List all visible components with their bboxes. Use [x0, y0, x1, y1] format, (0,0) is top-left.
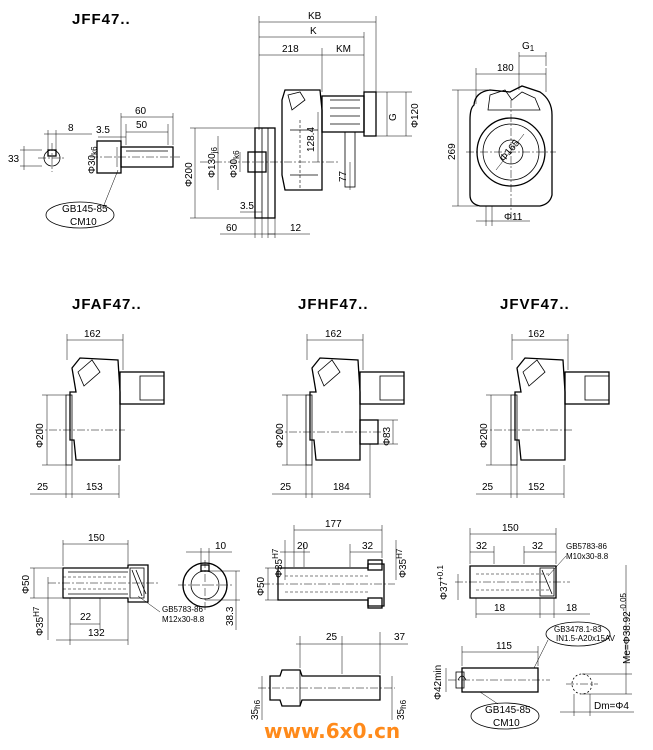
- dim-flange-dia: Φ200: [184, 162, 195, 187]
- dim-kb: KB: [308, 11, 322, 22]
- callout-s1-2: M12x30-8.8: [162, 615, 205, 624]
- dim-jfaf-dia: Φ200: [35, 423, 46, 448]
- dim-12-front: 12: [290, 223, 302, 234]
- dim-s3-d37: Φ37+0.1: [436, 565, 450, 600]
- callout-s3-3: GB3478.1-83: [554, 625, 602, 634]
- dim-s2-d35a: Φ35H7: [271, 548, 285, 578]
- hollow-shaft-jfhf: 177 20 32 Φ50 Φ35H7 Φ35H7 25 37 35h6 35h…: [250, 519, 409, 720]
- dim-269: 269: [447, 143, 458, 160]
- callout-bubble-s3b: [470, 702, 540, 730]
- hollow-shaft-jfvf: 150 32 32 Φ37+0.1 18 18 GB5783-86 M10x30…: [433, 523, 634, 730]
- dim-s3-32b: 32: [532, 541, 544, 552]
- key-section-view: 8 33: [8, 123, 92, 172]
- dim-jfvf-dia: Φ200: [479, 423, 490, 448]
- middle-row-views: 162 Φ200 25 153 162: [30, 329, 610, 498]
- hollow-shaft-jfaf: 150 Φ50 Φ35H7 22 132 GB5783-86 M12x30-8.…: [21, 533, 240, 645]
- output-shaft-view: 60 50 3.5 Φ30k6 GB145-85 CM10: [45, 106, 180, 229]
- dim-60-front: 60: [226, 223, 238, 234]
- dim-s1-383: 38.3: [225, 606, 236, 626]
- callout-s3-2: M10x30-8.8: [566, 552, 609, 561]
- callout-line1: GB145-85: [62, 204, 108, 215]
- dim-s3-d42: Φ42min: [433, 665, 444, 700]
- callout-bubble-s3: [545, 621, 611, 647]
- dim-s1-150: 150: [88, 533, 105, 544]
- dim-jfvf-width: 162: [528, 329, 545, 340]
- dim-s2-37: 37: [394, 632, 406, 643]
- title-jfhf47: JFHF47..: [298, 296, 369, 313]
- dim-shaft-dia: Φ30k6: [87, 146, 99, 174]
- dim-1284: 128.4: [306, 127, 317, 152]
- dim-jfaf-a: 25: [37, 482, 49, 493]
- dim-s2-177: 177: [325, 519, 342, 530]
- dim-s1-22: 22: [80, 612, 92, 623]
- dim-jfaf-width: 162: [84, 329, 101, 340]
- dim-motor-dia: Φ120: [410, 103, 421, 128]
- view-jfvf47: 162 Φ200 25 152: [476, 329, 610, 498]
- callout-s1-1: GB5783-86: [162, 605, 203, 614]
- dim-g: G: [388, 113, 399, 121]
- title-jfvf47: JFVF47..: [500, 296, 570, 313]
- dim-shaft-length: 60: [135, 106, 147, 117]
- dim-s2-35c: 35h6: [250, 699, 262, 720]
- title-jfaf47: JFAF47..: [72, 296, 142, 313]
- dim-s1-d50: Φ50: [21, 574, 32, 594]
- dim-key-width: 8: [68, 123, 74, 134]
- dim-s3-150: 150: [502, 523, 519, 534]
- dim-key-height: 33: [8, 154, 20, 165]
- view-jfaf47: 162 Φ200 25 153: [30, 329, 165, 498]
- dim-spigot-dia: Φ130j6: [207, 147, 219, 178]
- dim-35-front: 3.5: [240, 201, 254, 212]
- dim-180: 180: [497, 63, 514, 74]
- dim-s3-dm: Dm=Φ4: [594, 701, 629, 712]
- dim-key-length: 50: [136, 120, 148, 131]
- dim-s2-d50: Φ50: [256, 576, 267, 596]
- title-jff47: JFF47..: [72, 11, 131, 28]
- dim-g1: G1: [522, 41, 535, 53]
- dim-jfhf-width: 162: [325, 329, 342, 340]
- callout-bubble: [45, 201, 115, 229]
- front-view-jff47: KB K 218 KM Φ200 Φ130j6 Φ30k6 128.4 77 Φ…: [184, 11, 421, 238]
- dim-s2-25: 25: [326, 632, 338, 643]
- dim-s3-me: Me=Φ38.92-0.05: [619, 592, 633, 664]
- callout-line2: CM10: [70, 217, 97, 228]
- watermark: www.6x0.cn: [264, 719, 400, 743]
- dim-s1-d35: Φ35H7: [32, 606, 46, 636]
- dim-77: 77: [338, 170, 349, 182]
- dim-pcd: Φ165: [498, 138, 523, 164]
- dim-s3-18a: 18: [494, 603, 506, 614]
- dim-km: KM: [336, 44, 351, 55]
- dim-s3-18b: 18: [566, 603, 578, 614]
- callout-s3-1: GB5783-86: [566, 542, 607, 551]
- view-jfhf47: 162 Φ200 Φ83 25 184: [272, 329, 405, 498]
- dim-k: K: [310, 26, 317, 37]
- dim-s3-32a: 32: [476, 541, 488, 552]
- callout-s3-3b: IN1.5-A20x15AV: [556, 634, 616, 643]
- dim-s2-32: 32: [362, 541, 374, 552]
- dim-jfvf-b: 152: [528, 482, 545, 493]
- dim-s1-keyway: 10: [215, 541, 227, 552]
- dim-s3-115: 115: [496, 641, 512, 652]
- dim-jfhf-bore: Φ83: [382, 426, 393, 446]
- dim-218: 218: [282, 44, 299, 55]
- side-view-jff47: Φ165 180 G1 269 Φ11: [447, 41, 556, 226]
- dim-key-offset: 3.5: [96, 125, 110, 136]
- dim-shaft-dia-front: Φ30k6: [229, 150, 241, 178]
- dim-s1-132: 132: [88, 628, 105, 639]
- dim-s2-20: 20: [297, 541, 309, 552]
- callout-s3-4a: GB145-85: [485, 705, 531, 716]
- dim-jfhf-dia: Φ200: [275, 423, 286, 448]
- dim-s2-d35b: Φ35H7: [395, 548, 409, 578]
- dim-jfhf-b: 184: [333, 482, 350, 493]
- dim-jfvf-a: 25: [482, 482, 494, 493]
- dim-jfaf-b: 153: [86, 482, 103, 493]
- callout-s3-4b: CM10: [493, 718, 520, 729]
- dim-jfhf-a: 25: [280, 482, 292, 493]
- dim-hole-dia: Φ11: [504, 212, 523, 223]
- dim-s2-35d: 35h6: [396, 699, 408, 720]
